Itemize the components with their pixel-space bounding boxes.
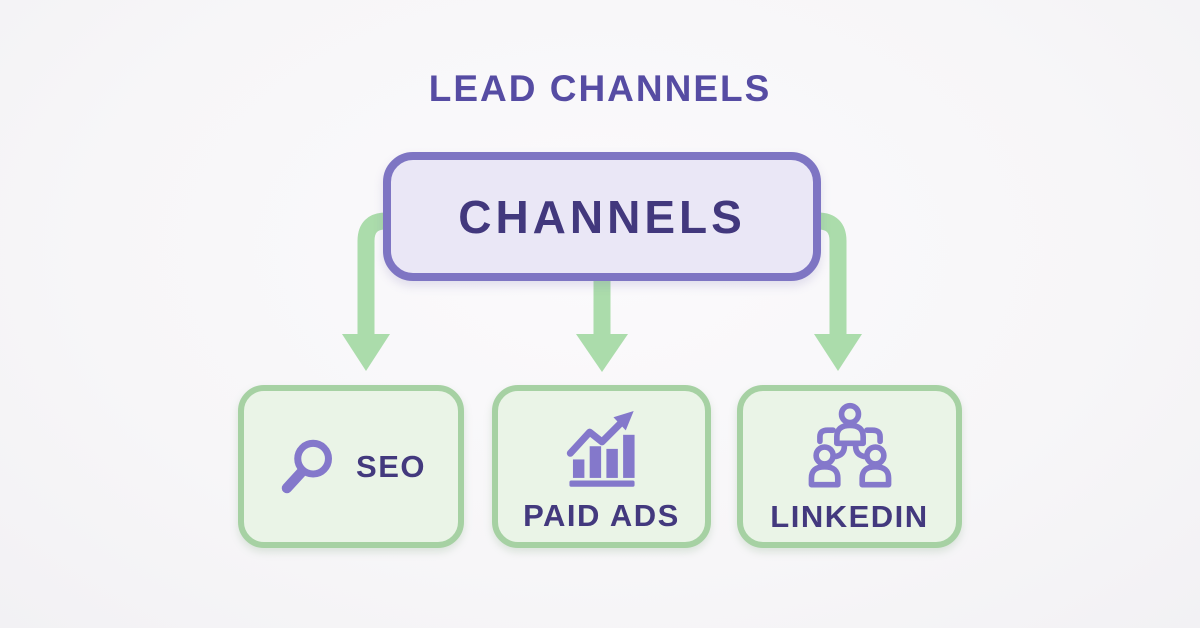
child-node-label: PAID ADS bbox=[523, 497, 680, 533]
node-seo[interactable]: SEO bbox=[238, 385, 464, 548]
child-node-label: LINKEDIN bbox=[770, 498, 929, 534]
people-network-icon bbox=[803, 401, 897, 495]
root-node-label: CHANNELS bbox=[458, 190, 746, 243]
bar-chart-icon bbox=[558, 404, 646, 492]
child-node-label: SEO bbox=[356, 448, 426, 484]
node-channels[interactable]: CHANNELS bbox=[383, 152, 821, 281]
page-title: LEAD CHANNELS bbox=[428, 68, 772, 109]
search-icon bbox=[276, 435, 340, 499]
node-paid-ads[interactable]: PAID ADS bbox=[492, 385, 711, 548]
node-linkedin[interactable]: LINKEDIN bbox=[737, 385, 962, 548]
arrow-to-paid-ads bbox=[576, 276, 628, 372]
